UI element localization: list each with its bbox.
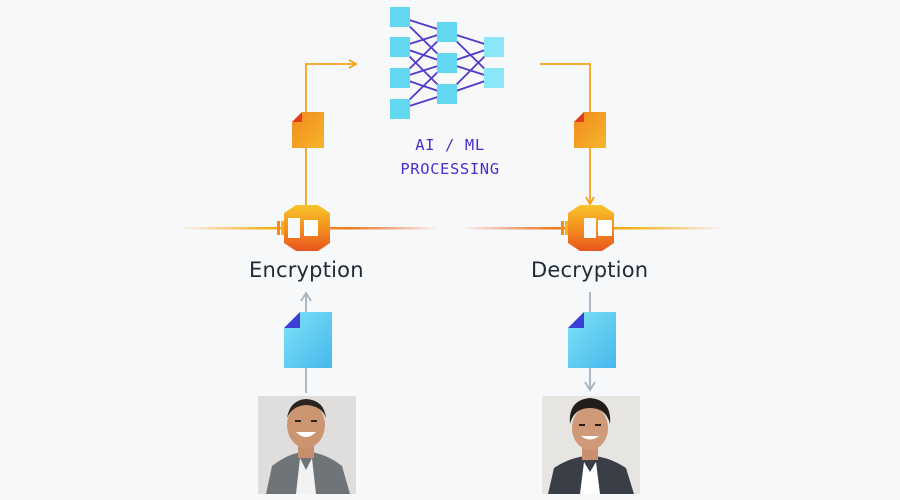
arrow-to-processing [305,59,358,207]
plain-file-right-icon [568,312,616,368]
encryption-label: Encryption [249,258,364,282]
person-portrait-right [542,396,640,494]
encryption-chip-icon [277,205,330,251]
encrypted-file-left-icon [292,112,324,148]
processing-label: AI / ML PROCESSING [370,133,530,181]
processing-label-line2: PROCESSING [400,160,500,178]
decryption-label: Decryption [531,258,649,282]
plain-file-left-icon [284,312,332,368]
decryption-chip-icon [561,205,614,251]
processing-label-line1: AI / ML [415,136,485,154]
neural-network-icon [390,7,504,119]
person-portrait-left [258,396,356,494]
encrypted-file-right-icon [574,112,606,148]
arrow-from-processing [540,63,595,206]
